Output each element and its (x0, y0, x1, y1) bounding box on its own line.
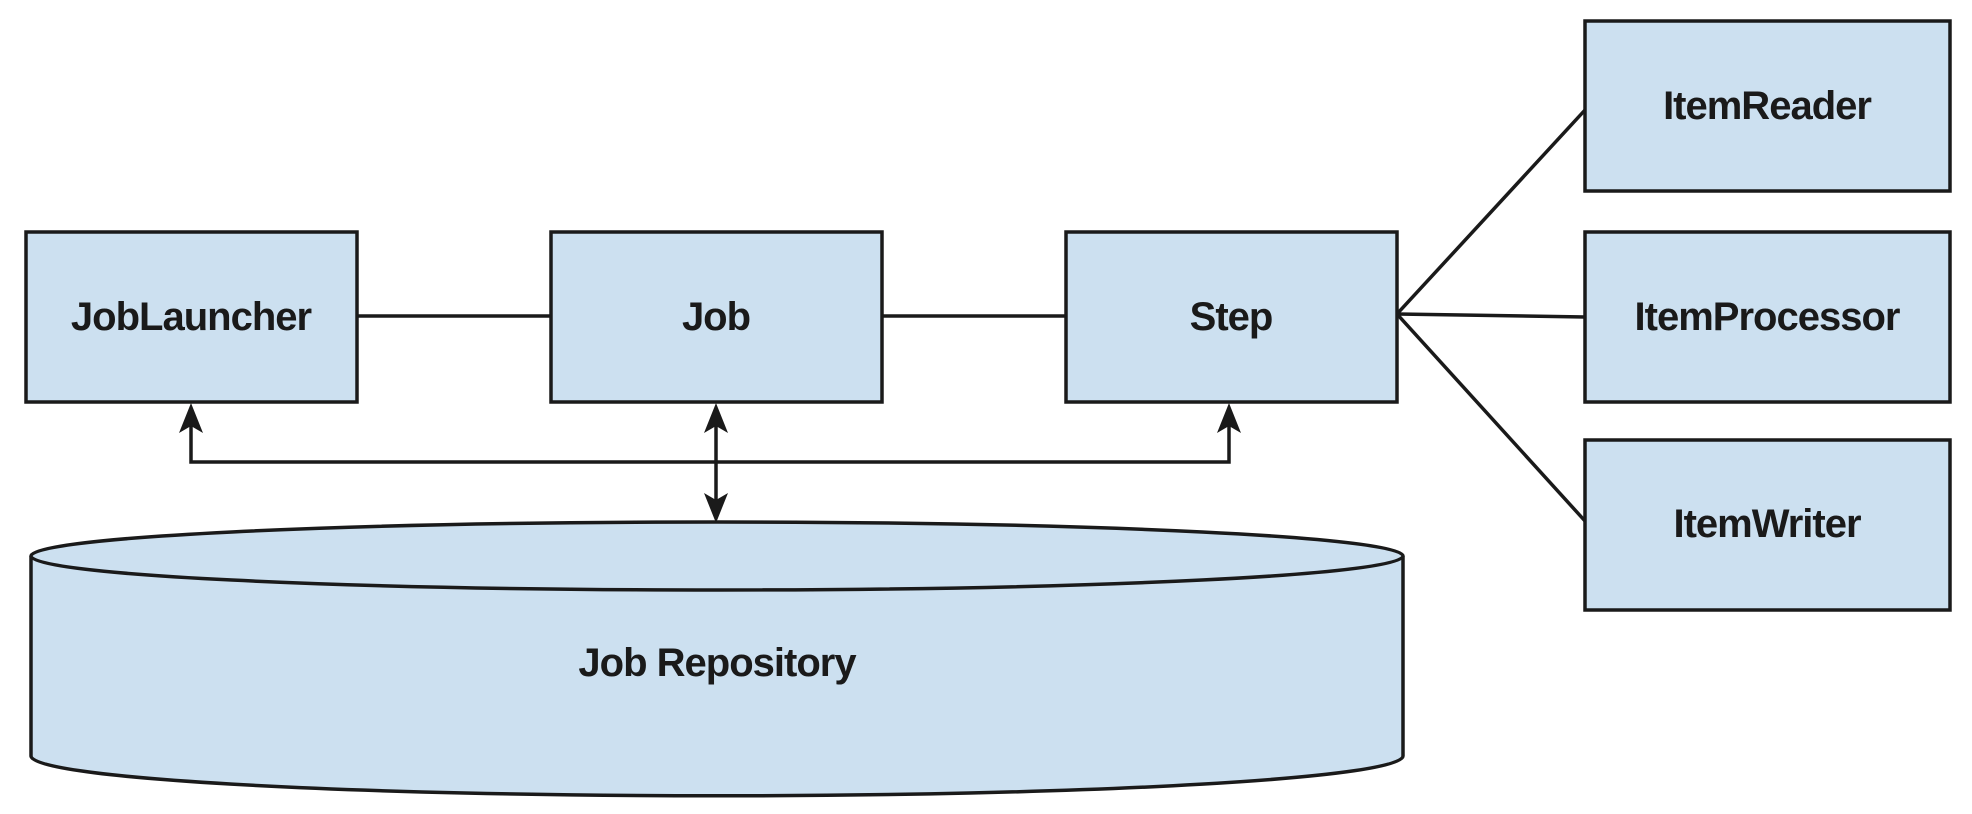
job-box (549, 230, 884, 404)
arrowhead-up-step (1217, 403, 1241, 433)
item-reader-box (1583, 19, 1952, 193)
arrowhead-up-job (704, 403, 728, 433)
step-node: Step (1064, 230, 1399, 404)
connectors (179, 108, 1587, 523)
job-repository-label: Job Repository (578, 641, 857, 685)
job-repository-node: Job Repository (29, 520, 1405, 798)
repository-bus-line (189, 420, 1231, 464)
connector-step-itemreader (1395, 108, 1587, 316)
item-writer-label: ItemWriter (1673, 502, 1861, 546)
connector-step-itemprocessor (1396, 312, 1586, 319)
item-processor-node: ItemProcessor (1583, 230, 1952, 404)
job-label: Job (682, 295, 750, 339)
arrowhead-up-joblauncher (179, 403, 203, 433)
item-processor-label: ItemProcessor (1635, 295, 1900, 339)
job-repository-body (29, 556, 1405, 798)
job-launcher-label: JobLauncher (71, 295, 312, 339)
job-launcher-node: JobLauncher (24, 230, 359, 404)
job-node: Job (549, 230, 884, 404)
connector-step-itemwriter (1395, 312, 1587, 523)
step-box (1064, 230, 1399, 404)
item-writer-node: ItemWriter (1583, 438, 1952, 612)
item-reader-node: ItemReader (1583, 19, 1952, 193)
item-processor-box (1583, 230, 1952, 404)
arrowhead-down-repository (704, 493, 728, 523)
job-repository-top (29, 520, 1405, 592)
item-writer-box (1583, 438, 1952, 612)
item-reader-label: ItemReader (1663, 84, 1871, 128)
job-launcher-box (24, 230, 359, 404)
step-label: Step (1190, 295, 1273, 339)
